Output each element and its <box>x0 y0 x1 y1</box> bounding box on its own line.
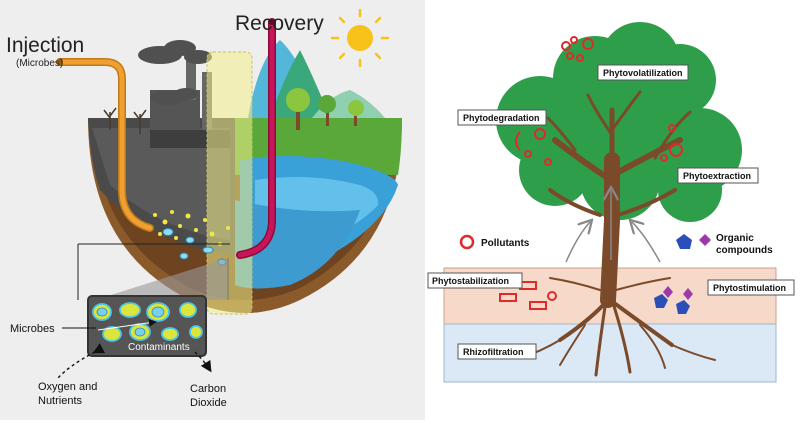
pollutant-legend-icon <box>459 234 475 250</box>
phytoextraction-box: Phytoextraction <box>677 167 759 184</box>
phytoextraction-label: Phytoextraction <box>683 171 751 181</box>
injection-pipe <box>56 58 154 232</box>
phytodegradation-box: Phytodegradation <box>457 109 547 126</box>
pollutants-legend-label: Pollutants <box>481 238 530 249</box>
phytostimulation-label: Phytostimulation <box>713 283 786 293</box>
oxygen-label-line1: Oxygen and <box>38 381 97 393</box>
treatment-zone <box>206 51 253 315</box>
microbes-label: Microbes <box>10 323 55 335</box>
phytovolatilization-box: Phytovolatilization <box>597 64 689 81</box>
recovery-pipe <box>236 18 276 259</box>
microbe-particles <box>153 210 230 246</box>
zoom-projection <box>95 258 228 300</box>
phytoremediation-panel: Pollutants Organic compounds Phytovolati… <box>425 0 800 420</box>
smoke-clouds <box>138 40 212 105</box>
oxygen-arrow <box>57 343 106 379</box>
organic-legend-line1: Organic <box>716 233 754 244</box>
contaminants-label: Contaminants <box>128 342 190 353</box>
phytostimulation-box: Phytostimulation <box>707 279 795 296</box>
carbon-label-line2: Dioxide <box>190 397 227 409</box>
soil-pollutants <box>499 281 557 310</box>
phytostabilization-box: Phytostabilization <box>427 272 523 289</box>
carbon-arrow <box>194 351 212 373</box>
organic-hexagon-icon <box>676 234 692 249</box>
tree-trunk <box>546 90 692 308</box>
rhizofiltration-label: Rhizofiltration <box>463 347 524 357</box>
microscope-inset: Contaminants <box>87 295 207 357</box>
injection-title: Injection <box>6 34 84 57</box>
sun-icon <box>330 8 390 68</box>
oxygen-label-line2: Nutrients <box>38 395 83 407</box>
phytostabilization-label: Phytostabilization <box>432 276 509 286</box>
recovery-title: Recovery <box>235 12 324 35</box>
injection-subtitle: (Microbes) <box>16 58 63 69</box>
uptake-arrows <box>565 190 661 263</box>
carbon-label-line1: Carbon <box>190 383 226 395</box>
phytovolatilization-label: Phytovolatilization <box>603 68 683 78</box>
phytodegradation-label: Phytodegradation <box>463 113 540 123</box>
callout-lines <box>77 243 230 300</box>
dead-trees <box>103 107 147 134</box>
legend: Pollutants Organic compounds <box>459 233 773 256</box>
rhizofiltration-box: Rhizofiltration <box>457 343 537 360</box>
organic-diamond-icon <box>699 234 711 246</box>
trees <box>286 88 364 130</box>
bioremediation-panel: Contaminants Microbes Injection (Microbe… <box>0 0 425 420</box>
organic-legend-line2: compounds <box>716 245 773 256</box>
tree-canopy <box>496 22 742 222</box>
organic-compounds-soil <box>654 286 693 314</box>
pollutant-particles <box>515 36 683 166</box>
